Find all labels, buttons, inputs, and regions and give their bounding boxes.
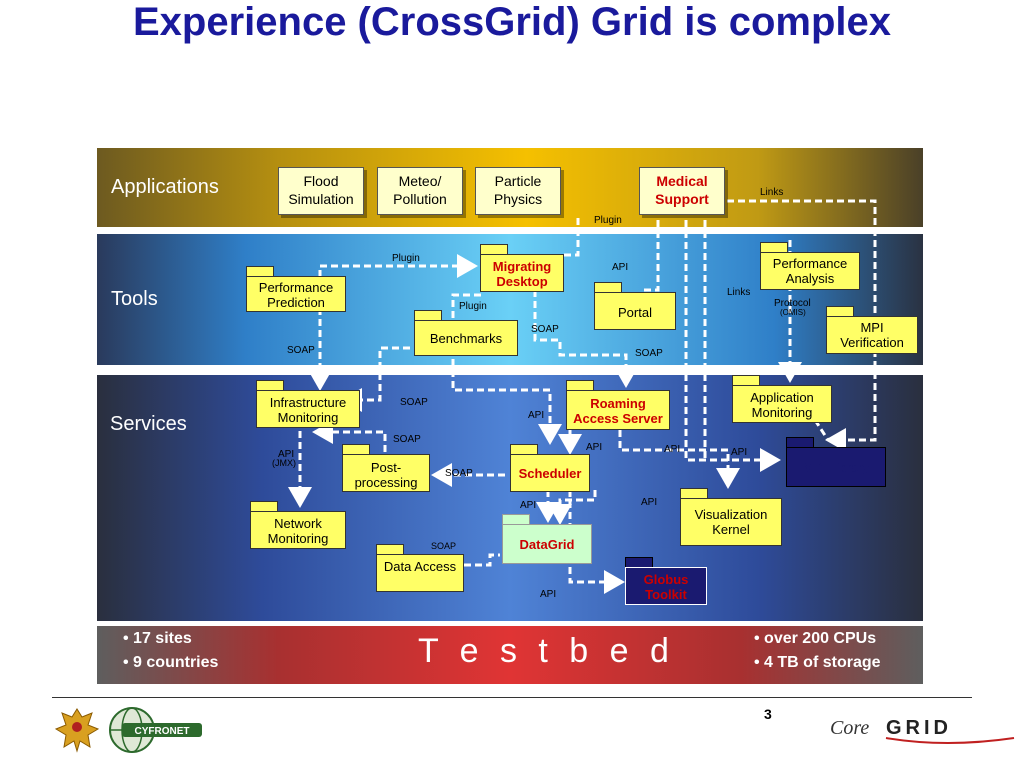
soap-label-infra: SOAP bbox=[400, 397, 428, 408]
footer-divider bbox=[52, 697, 972, 698]
links-label-1: Links bbox=[760, 187, 784, 198]
flood-simulation-app: Flood Simulation bbox=[278, 167, 364, 215]
app-monitoring-tab bbox=[732, 375, 760, 386]
globus-toolkit-tab bbox=[625, 557, 653, 568]
performance-prediction-tool: Performance Prediction bbox=[246, 276, 346, 312]
data-access-tab bbox=[376, 544, 404, 555]
testbed-sites: • 17 sites bbox=[123, 630, 192, 647]
api-portal-label: API bbox=[612, 262, 629, 273]
omis-label: (OMIS) bbox=[780, 308, 806, 317]
testbed-countries: • 9 countries bbox=[123, 654, 219, 671]
api-label-roaming: API bbox=[528, 410, 545, 421]
applications-label: Applications bbox=[111, 176, 219, 198]
mpi-library-service: MPI Library bbox=[786, 447, 886, 487]
infra-monitoring-tab bbox=[256, 380, 284, 391]
network-monitoring-service: Network Monitoring bbox=[250, 511, 346, 549]
meteo-pollution-app: Meteo/ Pollution bbox=[377, 167, 463, 215]
plugin-label-3: Plugin bbox=[459, 301, 487, 312]
soap-label-portal: SOAP bbox=[635, 348, 663, 359]
api-label-globus: API bbox=[540, 589, 557, 600]
roaming-access-tab bbox=[566, 380, 594, 391]
datagrid-service: DataGrid bbox=[502, 524, 592, 564]
coregrid-core-text: Core bbox=[830, 717, 869, 739]
cyfronet-logo: CYFRONET bbox=[109, 707, 202, 753]
soap-label-post: SOAP bbox=[393, 434, 421, 445]
slide-title: Experience (CrossGrid) Grid is complex bbox=[132, 0, 892, 44]
scheduler-service: Scheduler bbox=[510, 454, 590, 492]
benchmarks-tab bbox=[414, 310, 442, 321]
globus-toolkit-service: Globus Toolkit bbox=[625, 567, 707, 605]
eagle-crest-logo bbox=[54, 708, 100, 753]
migrating-desktop-tool: Migrating Desktop bbox=[480, 254, 564, 292]
perf-analysis-tab bbox=[760, 242, 788, 253]
mpi-library-tab bbox=[786, 437, 814, 448]
roaming-access-server-service: Roaming Access Server bbox=[566, 390, 670, 430]
medical-support-app: Medical Support bbox=[639, 167, 725, 215]
protocol-label: Protocol bbox=[774, 298, 811, 309]
api-label-vis: API bbox=[641, 497, 658, 508]
soap-label-data: SOAP bbox=[431, 541, 457, 551]
testbed-band bbox=[97, 626, 923, 684]
soap-label-pp: SOAP bbox=[287, 345, 315, 356]
data-access-service: Data Access bbox=[376, 554, 464, 592]
plugin-label-2: Plugin bbox=[392, 253, 420, 264]
jmx-label: (JMX) bbox=[272, 458, 296, 468]
visualization-kernel-service: Visualization Kernel bbox=[680, 498, 782, 546]
soap-label-bench: SOAP bbox=[531, 324, 559, 335]
coregrid-grid-text: GRID bbox=[886, 717, 952, 739]
page-number: 3 bbox=[764, 706, 772, 722]
performance-analysis-tool: Performance Analysis bbox=[760, 252, 860, 290]
mpi-verification-tool: MPI Verification bbox=[826, 316, 918, 354]
mpi-verification-tab bbox=[826, 306, 854, 317]
portal-tab bbox=[594, 282, 622, 293]
migrating-desktop-tab bbox=[480, 244, 508, 255]
network-monitoring-tab bbox=[250, 501, 278, 512]
api-label-jmx: API bbox=[278, 449, 295, 460]
coregrid-logo: Core GRID bbox=[830, 717, 1015, 744]
api-label-datagrid: API bbox=[520, 500, 537, 511]
perf-prediction-tab bbox=[246, 266, 274, 277]
post-processing-service: Post-processing bbox=[342, 454, 430, 492]
api-label-mid1: API bbox=[664, 444, 681, 455]
links-label-2: Links bbox=[727, 287, 751, 298]
soap-label-sched: SOAP bbox=[445, 468, 473, 479]
testbed-storage: • 4 TB of storage bbox=[754, 654, 881, 671]
services-label: Services bbox=[110, 413, 187, 435]
particle-physics-app: Particle Physics bbox=[475, 167, 561, 215]
cyfronet-logo-text: CYFRONET bbox=[135, 726, 190, 737]
benchmarks-tool: Benchmarks bbox=[414, 320, 518, 356]
infrastructure-monitoring-service: Infrastructure Monitoring bbox=[256, 390, 360, 428]
portal-tool: Portal bbox=[594, 292, 676, 330]
datagrid-tab bbox=[502, 514, 530, 525]
plugin-label-1: Plugin bbox=[594, 215, 622, 226]
api-label-mid2: API bbox=[731, 447, 748, 458]
api-label-sched: API bbox=[586, 442, 603, 453]
post-processing-tab bbox=[342, 444, 370, 455]
visualization-kernel-tab bbox=[680, 488, 708, 499]
testbed-cpus: • over 200 CPUs bbox=[754, 630, 877, 647]
tools-label: Tools bbox=[111, 288, 158, 310]
scheduler-tab bbox=[510, 444, 538, 455]
application-monitoring-service: Application Monitoring bbox=[732, 385, 832, 423]
